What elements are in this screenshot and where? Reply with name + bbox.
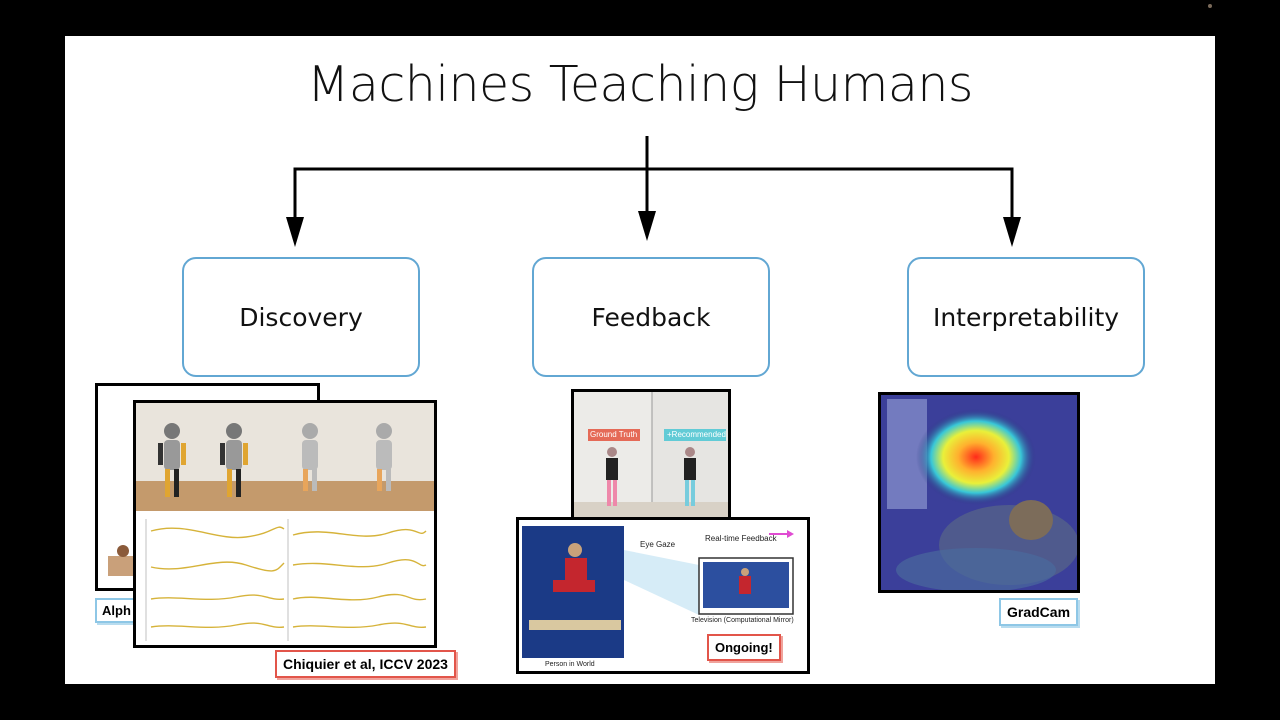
corner-dot xyxy=(1208,4,1212,8)
realtime-feedback-label: Real-time Feedback xyxy=(705,534,777,543)
slide-title: Machines Teaching Humans xyxy=(307,56,973,113)
discovery-back-tag: Alph xyxy=(95,598,138,623)
discovery-main-figure xyxy=(133,400,437,648)
discovery-citation: Chiquier et al, ICCV 2023 xyxy=(275,650,456,678)
ground-truth-label: Ground Truth xyxy=(590,430,638,439)
branch-line xyxy=(293,167,1014,232)
feedback-pose-comparison: Ground Truth +Recommended xyxy=(571,389,731,521)
pose-and-plots-figure xyxy=(136,403,434,641)
pose-comparison-figure xyxy=(574,392,728,518)
discovery-box: Discovery xyxy=(182,257,420,377)
computational-mirror-figure xyxy=(522,526,794,658)
feedback-label: Feedback xyxy=(591,302,711,332)
gradcam-heatmap xyxy=(881,395,1077,590)
pose-figures xyxy=(158,423,392,497)
tv-label: Television (Computational Mirror) xyxy=(691,617,794,624)
interpretability-label: Interpretability xyxy=(932,302,1120,332)
gradcam-figure xyxy=(878,392,1080,593)
recommended-label: +Recommended xyxy=(667,430,726,439)
discovery-label: Discovery xyxy=(239,302,363,332)
gradcam-label: GradCam xyxy=(999,598,1079,626)
slide: Machines Teaching Humans Discovery Feedb… xyxy=(65,36,1215,684)
eye-gaze-label: Eye Gaze xyxy=(640,540,676,549)
person-in-world-label: Person in World xyxy=(545,661,595,668)
feedback-mirror-figure: Eye Gaze Real-time Feedback Television (… xyxy=(516,517,810,674)
ongoing-badge: Ongoing! xyxy=(707,634,781,661)
signal-plots xyxy=(145,519,427,641)
feedback-box: Feedback xyxy=(532,257,770,377)
hierarchy-connectors xyxy=(286,136,1021,247)
back-card-figure xyxy=(108,545,138,576)
interpretability-box: Interpretability xyxy=(907,257,1145,377)
